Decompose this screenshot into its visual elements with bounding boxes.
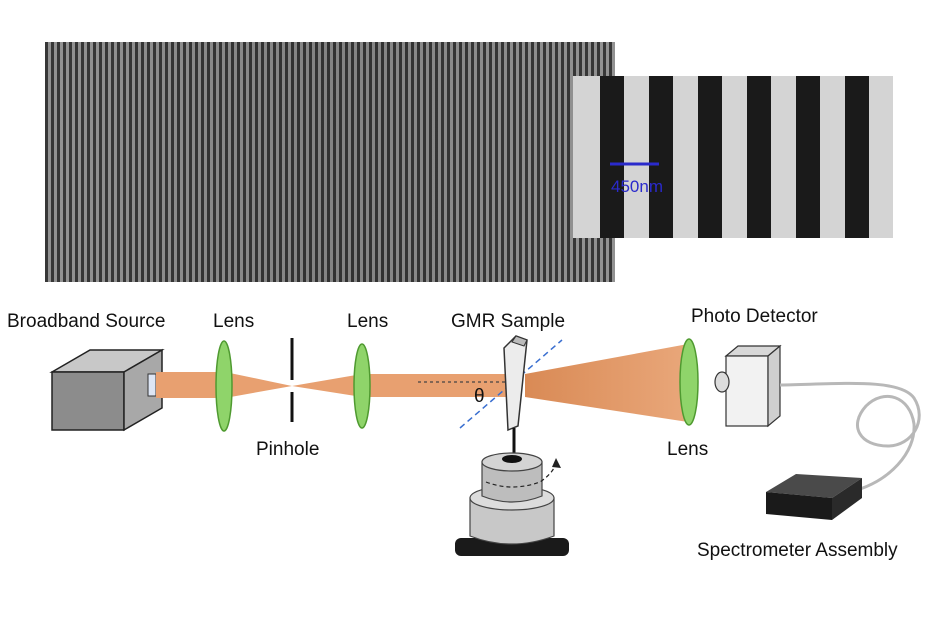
spectrometer-label: Spectrometer Assembly	[697, 540, 898, 561]
lens-2: Lens	[347, 311, 388, 429]
dark-stripe	[649, 76, 673, 238]
sample-label: GMR Sample	[451, 311, 565, 332]
light-beam	[156, 344, 688, 422]
photo-detector: Photo Detector	[691, 306, 818, 428]
pinhole: Pinhole	[256, 338, 319, 460]
rotation-arrow	[485, 463, 557, 488]
lens-2-label: Lens	[347, 311, 388, 332]
fiber-cable	[779, 381, 921, 494]
gmr-sample: θ GMR Sample	[418, 311, 565, 454]
angle-label: θ	[474, 386, 485, 407]
lens-1-label: Lens	[213, 311, 254, 332]
dark-stripe	[845, 76, 869, 238]
lens-1: Lens	[213, 311, 254, 432]
rotation-stage	[455, 452, 569, 556]
pinhole-label: Pinhole	[256, 439, 319, 460]
dark-stripe	[600, 76, 624, 238]
dark-stripe	[747, 76, 771, 238]
sem-image	[45, 42, 615, 282]
lens-3-label: Lens	[667, 439, 708, 460]
sem-zoom-inset: 450nm	[573, 76, 893, 238]
broadband-source	[49, 348, 165, 432]
dark-stripe	[796, 76, 820, 238]
lens-3: Lens	[667, 338, 708, 460]
broadband-source-label: Broadband Source	[7, 311, 165, 332]
spectrometer: Spectrometer Assembly	[697, 474, 898, 561]
dark-stripe	[698, 76, 722, 238]
detector-label: Photo Detector	[691, 306, 818, 327]
sem-shading	[45, 42, 615, 282]
scale-bar-label: 450nm	[611, 177, 663, 196]
sample-normal-line	[459, 339, 563, 429]
